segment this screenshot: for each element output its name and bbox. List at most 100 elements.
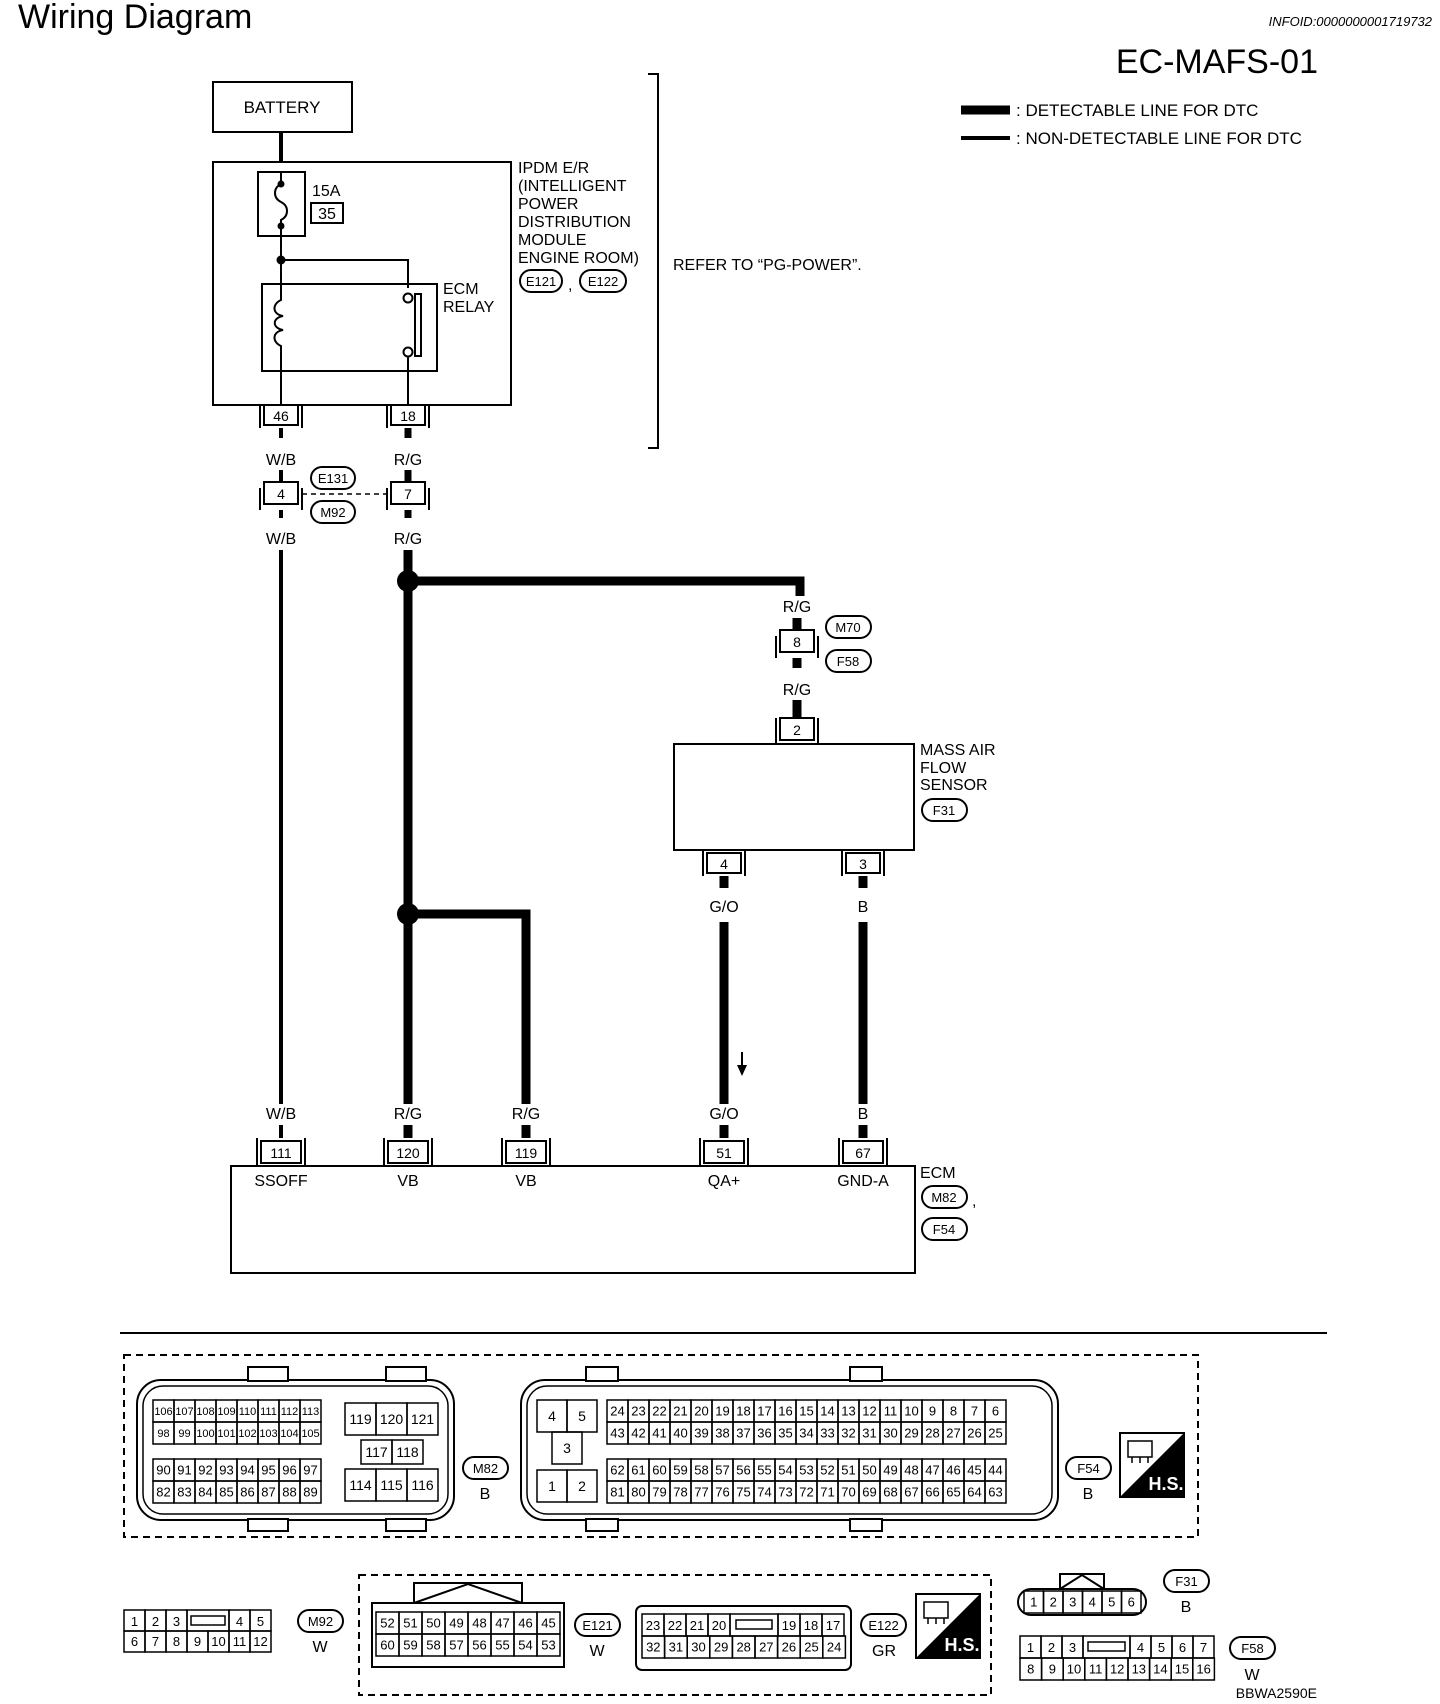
connector-pin-number: 69 xyxy=(862,1485,876,1500)
connector-pin-number: 10 xyxy=(904,1404,918,1419)
connector-pin-number: 9 xyxy=(1049,1662,1056,1677)
connector-pin-number: 46 xyxy=(946,1463,960,1478)
connector-pin-number: 64 xyxy=(967,1485,981,1500)
connector-pin-number: 10 xyxy=(211,1634,225,1649)
connector-cell xyxy=(299,1480,322,1504)
e122-tag xyxy=(860,1613,907,1637)
connector-pin-number: 60 xyxy=(652,1463,666,1478)
m82-tag xyxy=(462,1456,509,1480)
connector-pin-number: 14 xyxy=(820,1404,834,1419)
connector-pin-number: 41 xyxy=(652,1426,666,1441)
wire-color-rg: R/G xyxy=(394,531,422,548)
ipdm-label-line: IPDM E/R xyxy=(518,160,589,177)
connector-pin-number: 30 xyxy=(691,1640,705,1655)
connector-blank-cell xyxy=(729,1613,779,1637)
connector-pin-number: 67 xyxy=(904,1485,918,1500)
ipdm-conn-separator: , xyxy=(568,277,572,294)
connector-cell xyxy=(822,1635,847,1659)
connector-pin-number: 32 xyxy=(646,1640,660,1655)
connector-pin-number: 80 xyxy=(631,1485,645,1500)
connector-blank-cell xyxy=(1082,1635,1131,1659)
connector-pin-number: 19 xyxy=(782,1618,796,1633)
connector-pin-number: 11 xyxy=(884,1404,898,1419)
maf-conn-m70: M70 xyxy=(835,620,860,635)
connector-pin-number: 78 xyxy=(673,1485,687,1500)
connector-pin-number: 22 xyxy=(668,1618,682,1633)
wire-color-wb: W/B xyxy=(266,452,296,469)
connector-pin-number: 6 xyxy=(1128,1595,1135,1610)
connector-pin-number: 116 xyxy=(411,1477,434,1493)
f31-tag xyxy=(1163,1569,1210,1593)
connector-cell xyxy=(1192,1657,1216,1681)
connector-pin-number: 15 xyxy=(799,1404,813,1419)
connector-pin-number: 102 xyxy=(238,1428,256,1440)
connector-pin-number: 60 xyxy=(380,1638,394,1653)
connector-pin-number: 85 xyxy=(219,1485,233,1500)
pin-number: 46 xyxy=(273,408,289,424)
connector-pin-number: 4 xyxy=(236,1614,243,1629)
pin-number: 4 xyxy=(720,856,728,872)
f58-tag xyxy=(1229,1636,1276,1660)
connector-pin-number: 53 xyxy=(799,1463,813,1478)
connector-pin-number: 113 xyxy=(302,1406,320,1418)
ecm-pin-number: 111 xyxy=(270,1145,291,1161)
connector-cell xyxy=(406,1468,439,1502)
legend-detectable: : DETECTABLE LINE FOR DTC xyxy=(1016,101,1258,120)
connector-pin-number: 4 xyxy=(548,1408,556,1424)
connector-pin-number: 62 xyxy=(610,1463,624,1478)
connector-pin-number: 33 xyxy=(820,1426,834,1441)
connector-pin-number: 8 xyxy=(173,1634,180,1649)
connector-pin-number: 39 xyxy=(694,1426,708,1441)
connector-pin-number: 32 xyxy=(841,1426,855,1441)
connector-pin-number: 15 xyxy=(1175,1662,1189,1677)
maf-conn-f58: F58 xyxy=(837,654,859,669)
ecm-conn-f54: F54 xyxy=(933,1222,955,1237)
maf-label-line: FLOW xyxy=(920,760,967,777)
diagram-code: EC-MAFS-01 xyxy=(1116,43,1318,81)
ecm-pin-name: GND-A xyxy=(837,1173,889,1190)
connector-pin-number: 24 xyxy=(610,1404,624,1419)
connector-pin-number: 37 xyxy=(736,1426,750,1441)
ecm-conn-separator: , xyxy=(972,1193,976,1210)
hs-label: H.S. xyxy=(1148,1474,1183,1494)
f31-color: B xyxy=(1181,1599,1192,1616)
connector-pin-number: 58 xyxy=(426,1638,440,1653)
f31-id: F31 xyxy=(1175,1574,1197,1589)
ecm-pin-number: 119 xyxy=(515,1145,538,1161)
connector-pin-number: 35 xyxy=(778,1426,792,1441)
connector-cell xyxy=(299,1421,322,1445)
fuse-number: 35 xyxy=(318,206,336,223)
connector-pin-number: 2 xyxy=(578,1478,586,1494)
connector-pin-number: 28 xyxy=(736,1640,750,1655)
connector-pin-number: 34 xyxy=(799,1426,813,1441)
connector-pin-number: 23 xyxy=(646,1618,660,1633)
connector-pin-number: 120 xyxy=(380,1411,404,1427)
connector-pin-number: 50 xyxy=(426,1616,440,1631)
pin-number: 18 xyxy=(400,408,416,424)
connector-pin-number: 53 xyxy=(541,1638,555,1653)
wire-color-go: G/O xyxy=(709,1106,738,1123)
connector-pin-number: 51 xyxy=(403,1616,417,1631)
connector-pin-number: 76 xyxy=(715,1485,729,1500)
connector-pin-number: 108 xyxy=(196,1406,214,1418)
wire-maf-supply xyxy=(408,576,805,596)
connector-pin-number: 5 xyxy=(578,1408,586,1424)
connector-pin-number: 14 xyxy=(1153,1662,1167,1677)
connector-pin-number: 84 xyxy=(198,1485,212,1500)
connector-pin-number: 47 xyxy=(495,1616,509,1631)
connector-pin-number: 56 xyxy=(472,1638,486,1653)
connector-pin-number: 24 xyxy=(827,1640,841,1655)
connector-pin-number: 6 xyxy=(131,1634,138,1649)
connector-pin-number: 8 xyxy=(950,1404,957,1419)
connector-pin-number: 97 xyxy=(303,1463,317,1478)
connector-pin-number: 5 xyxy=(257,1614,264,1629)
connector-pin-number: 36 xyxy=(757,1426,771,1441)
connector-pin-number: 3 xyxy=(563,1440,571,1456)
ipdm-connector-frame xyxy=(358,1574,992,1696)
connector-pin-number: 112 xyxy=(281,1406,299,1418)
